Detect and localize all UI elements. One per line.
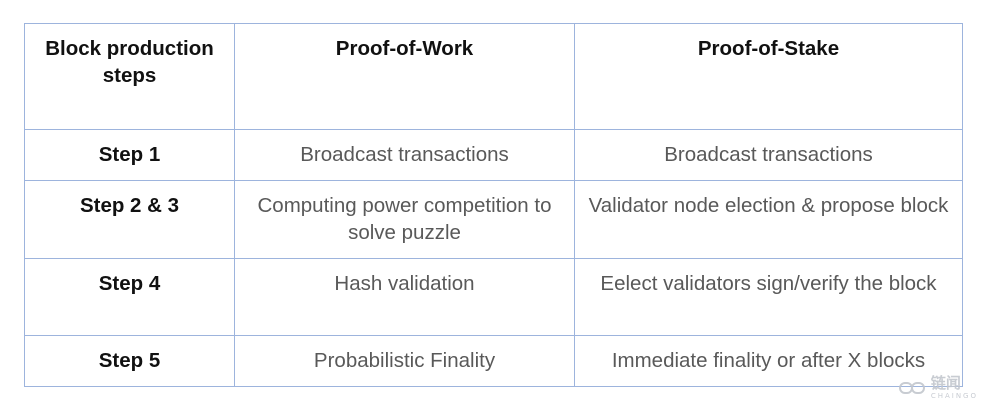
- watermark-main-text: 链闻: [930, 374, 961, 392]
- watermark-sub-text: CHAINGO: [930, 392, 978, 400]
- header-proof-of-stake: Proof-of-Stake: [574, 23, 963, 130]
- header-block-production-steps: Block production steps: [24, 23, 235, 130]
- pos-cell: Immediate finality or after X blocks: [574, 335, 963, 387]
- step-label: Step 2 & 3: [24, 180, 235, 259]
- chain-logo-icon: [898, 382, 925, 394]
- pos-cell: Eelect validators sign/verify the block: [574, 258, 963, 336]
- pow-cell: Broadcast transactions: [234, 129, 575, 181]
- pos-cell: Validator node election & propose block: [574, 180, 963, 259]
- table-row: Step 1 Broadcast transactions Broadcast …: [24, 129, 963, 181]
- step-label: Step 5: [24, 335, 235, 387]
- table-row: Step 4 Hash validation Eelect validators…: [24, 258, 963, 336]
- pow-cell: Computing power competition to solve puz…: [234, 180, 575, 259]
- table-header-row: Block production steps Proof-of-Work Pro…: [24, 23, 963, 130]
- step-label: Step 4: [24, 258, 235, 336]
- table-row: Step 5 Probabilistic Finality Immediate …: [24, 335, 963, 387]
- comparison-table: Block production steps Proof-of-Work Pro…: [24, 23, 963, 387]
- comparison-table-container: Block production steps Proof-of-Work Pro…: [24, 23, 963, 387]
- pos-cell: Broadcast transactions: [574, 129, 963, 181]
- step-label: Step 1: [24, 129, 235, 181]
- watermark: 链闻 CHAINGO: [898, 374, 978, 400]
- header-proof-of-work: Proof-of-Work: [234, 23, 575, 130]
- pow-cell: Hash validation: [234, 258, 575, 336]
- table-row: Step 2 & 3 Computing power competition t…: [24, 180, 963, 259]
- pow-cell: Probabilistic Finality: [234, 335, 575, 387]
